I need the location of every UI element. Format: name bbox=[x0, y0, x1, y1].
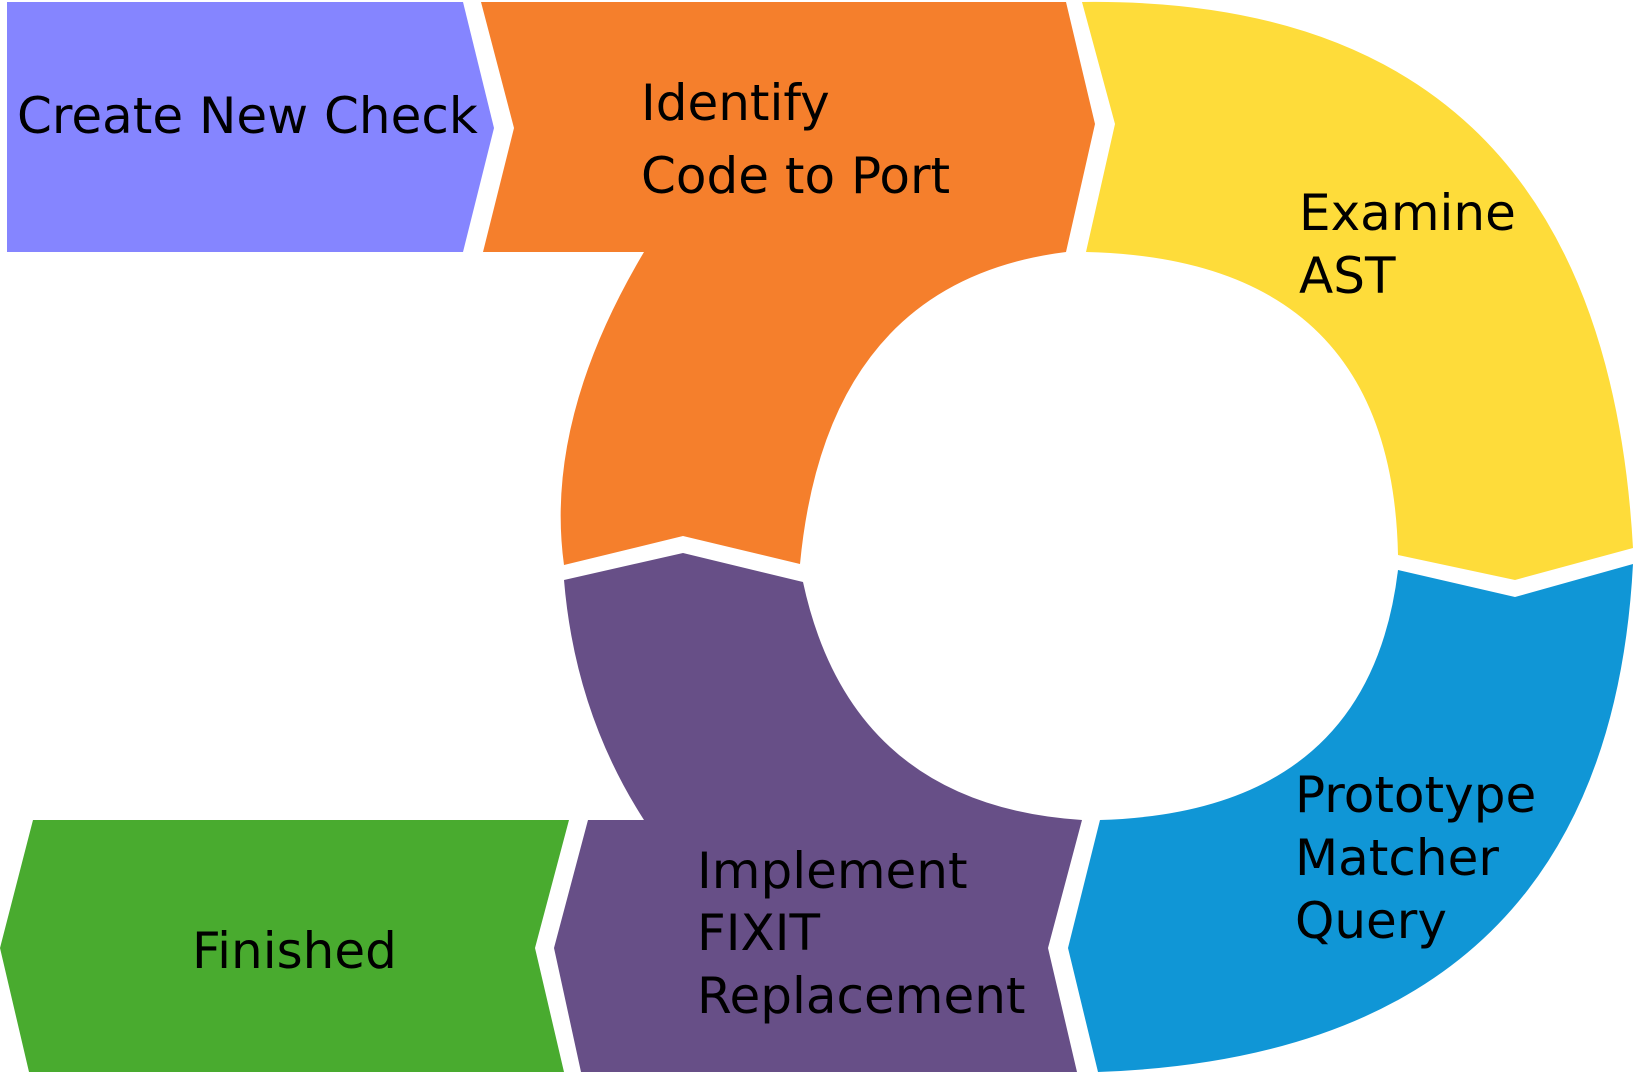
step-implement-fixit: Implement FIXIT Replacement bbox=[554, 553, 1082, 1072]
step-identify-code-line-1: Identify bbox=[641, 74, 830, 132]
step-finished-line-1: Finished bbox=[192, 922, 397, 980]
step-create-new-check-line-1: Create New Check bbox=[17, 87, 478, 145]
step-implement-fixit-line-2: FIXIT bbox=[697, 904, 821, 962]
step-identify-code-label: Identify Code to Port bbox=[641, 74, 950, 205]
step-create-new-check-shape bbox=[7, 2, 494, 252]
step-prototype-matcher-query-shape bbox=[1068, 564, 1633, 1072]
step-implement-fixit-shape bbox=[554, 553, 1082, 1072]
step-finished: Finished bbox=[0, 820, 569, 1072]
step-prototype-matcher-query-label: Prototype Matcher Query bbox=[1295, 766, 1552, 950]
step-examine-ast-shape bbox=[1082, 1, 1633, 581]
step-implement-fixit-label: Implement FIXIT Replacement bbox=[697, 842, 1026, 1025]
step-prototype-matcher-query: Prototype Matcher Query bbox=[1068, 564, 1633, 1072]
step-implement-fixit-line-1: Implement bbox=[697, 842, 968, 900]
step-implement-fixit-line-3: Replacement bbox=[697, 967, 1026, 1025]
step-create-new-check: Create New Check bbox=[7, 2, 494, 252]
step-identify-code: Identify Code to Port bbox=[481, 2, 1095, 565]
step-identify-code-shape bbox=[481, 2, 1095, 565]
step-create-new-check-label: Create New Check bbox=[17, 87, 478, 145]
step-identify-code-line-2: Code to Port bbox=[641, 147, 950, 205]
step-prototype-matcher-query-line-1: Prototype bbox=[1295, 766, 1536, 824]
step-finished-label: Finished bbox=[192, 922, 397, 980]
step-examine-ast-line-1: Examine bbox=[1299, 184, 1516, 242]
step-examine-ast: Examine AST bbox=[1082, 1, 1633, 581]
step-examine-ast-label: Examine AST bbox=[1299, 184, 1532, 305]
step-prototype-matcher-query-line-3: Query bbox=[1295, 892, 1447, 950]
step-examine-ast-line-2: AST bbox=[1299, 247, 1396, 305]
step-finished-shape bbox=[0, 820, 569, 1072]
step-prototype-matcher-query-line-2: Matcher bbox=[1295, 829, 1499, 887]
